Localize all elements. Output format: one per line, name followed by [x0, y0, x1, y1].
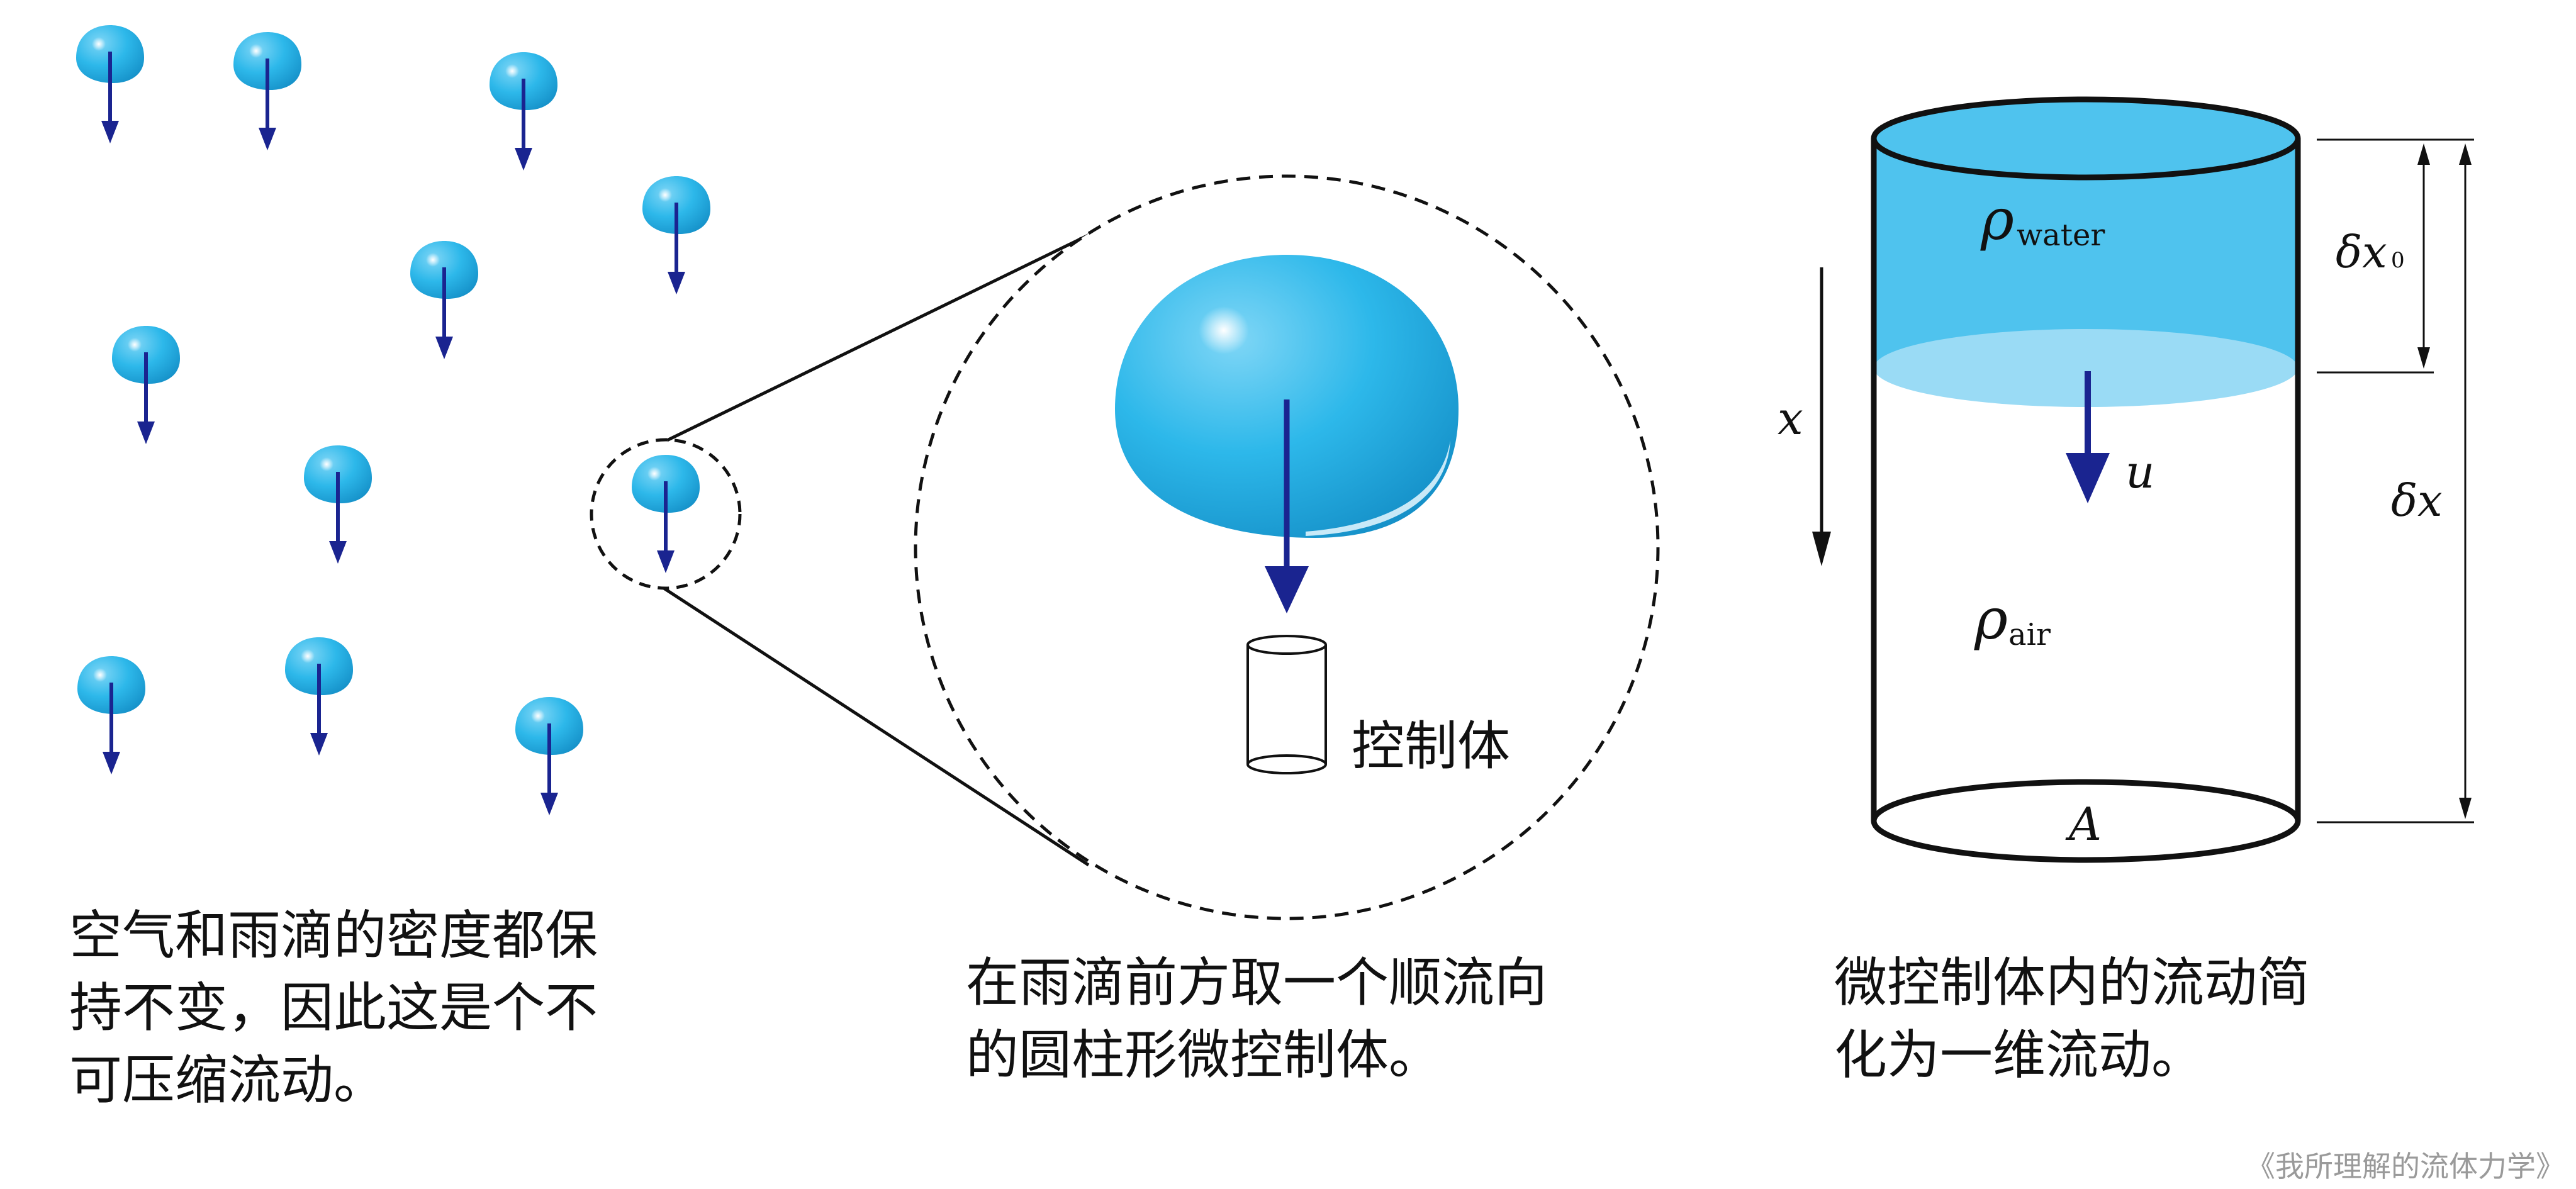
raindrop-arrowhead [329, 541, 347, 564]
caption-line: 在雨滴前方取一个顺流向 [966, 952, 1548, 1013]
raindrop-highlight [249, 44, 263, 58]
raindrop-arrowhead [259, 128, 276, 150]
raindrop-highlight [531, 709, 545, 723]
caption-line: 持不变，因此这是个不 [69, 977, 598, 1039]
raindrop [642, 176, 710, 294]
raindrop-highlight [128, 338, 142, 352]
area-label: A [2065, 798, 2102, 851]
raindrop [490, 52, 557, 170]
raindrop-highlight [505, 64, 519, 78]
raindrop-arrowhead [515, 148, 532, 170]
raindrop-arrowhead [657, 550, 675, 573]
raindrop-arrowhead [668, 272, 685, 294]
x-axis-arrowhead [1812, 532, 1831, 566]
dim-delta-x0-arrow-top [2417, 143, 2430, 165]
caption-incompressible: 空气和雨滴的密度都保 持不变，因此这是个不 可压缩流动。 [69, 900, 598, 1117]
cylinder [1871, 96, 2301, 863]
velocity-arrowhead [2066, 453, 2110, 503]
delta-x0-subscript: 0 [2391, 248, 2405, 273]
dim-delta-x0-arrow-bottom [2417, 347, 2430, 369]
raindrop [233, 32, 301, 150]
dim-delta-x-arrow-top [2459, 143, 2472, 165]
zoom-connector-top [666, 213, 1131, 442]
raindrop [410, 241, 478, 359]
caption-line: 空气和雨滴的密度都保 [69, 905, 598, 966]
caption-line: 可压缩流动。 [69, 1049, 387, 1111]
rho-water-symbol: ρ [1980, 187, 2014, 253]
delta-x0-label: δx [2336, 226, 2387, 278]
cylinder-bottom [1871, 779, 2301, 863]
raindrop-arrowhead [103, 752, 120, 774]
zoomed-drop-arrowhead [1265, 566, 1309, 613]
raindrop [77, 656, 145, 774]
raindrop [515, 697, 583, 815]
control-volume-small [1246, 635, 1327, 774]
water-surface [1874, 329, 2298, 407]
rho-air-subscript: air [2008, 617, 2051, 652]
caption-line: 的圆柱形微控制体。 [966, 1024, 1442, 1086]
raindrop-highlight [301, 649, 315, 663]
cylinder-top [1871, 96, 2301, 181]
zoom-connector-bottom [663, 586, 1090, 867]
raindrop-highlight [426, 253, 440, 267]
caption-line: 化为一维流动。 [1834, 1024, 2205, 1086]
raindrop-arrowhead [310, 733, 328, 756]
raindrop-highlight [658, 188, 672, 202]
raindrop-highlight [92, 37, 106, 51]
raindrop-highlight [647, 467, 661, 481]
raindrop-highlight [93, 668, 107, 682]
raindrop [76, 25, 144, 143]
raindrop [304, 445, 372, 564]
rho-water-subscript: water [2017, 218, 2105, 253]
zoomed-raindrop [1115, 255, 1459, 538]
raindrop [285, 637, 353, 756]
x-axis-label: x [1778, 392, 1803, 445]
raindrop-arrowhead [101, 121, 119, 143]
raindrops-field [76, 25, 710, 815]
control-volume-label: 控制体 [1352, 715, 1510, 777]
raindrop-arrowhead [137, 421, 155, 444]
dim-delta-x-arrow-bottom [2459, 798, 2472, 819]
delta-x-label: δx [2391, 475, 2443, 527]
selection-circle [590, 438, 742, 590]
caption-control-volume: 在雨滴前方取一个顺流向 的圆柱形微控制体。 [966, 947, 1547, 1091]
raindrop-arrowhead [540, 793, 558, 815]
velocity-label: u [2125, 445, 2154, 498]
watermark: 《我所理解的流体力学》 [2246, 1149, 2565, 1183]
raindrop-arrowhead [435, 337, 453, 359]
raindrop [112, 326, 180, 444]
rho-air-symbol: ρ [1974, 586, 2008, 652]
caption-line: 微控制体内的流动简 [1834, 952, 2310, 1013]
raindrop-highlight [320, 457, 333, 471]
caption-one-dimensional: 微控制体内的流动简 化为一维流动。 [1834, 947, 2310, 1091]
raindrop [632, 455, 700, 573]
